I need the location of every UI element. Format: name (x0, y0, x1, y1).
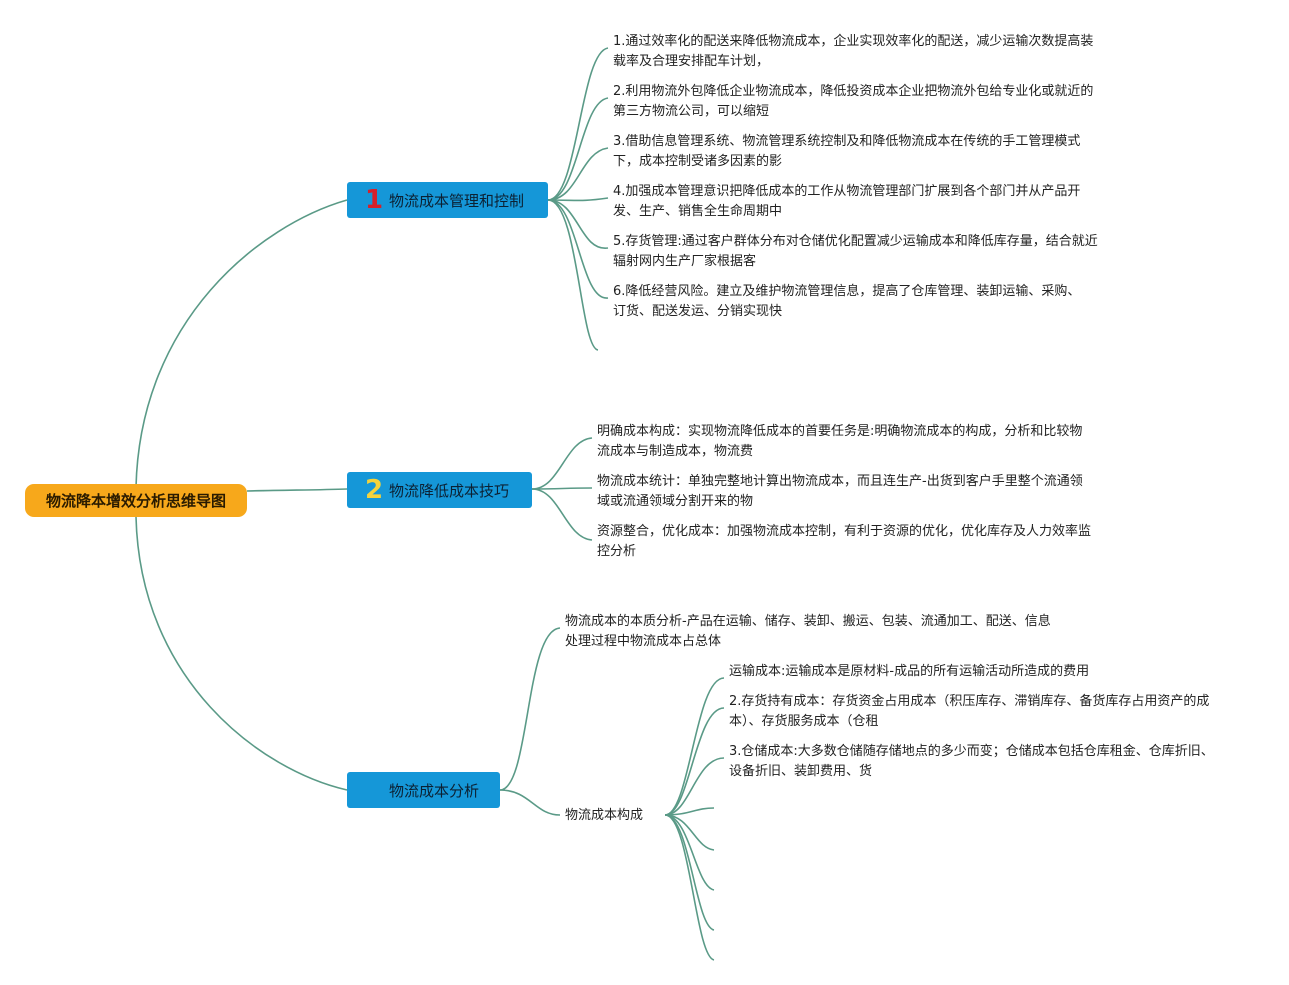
sub-item-2[interactable]: 2.存货持有成本：存货资金占用成本（积压库存、滞销库存、备货库存占用资产的成本）… (729, 694, 1210, 729)
connector-b1-leaf5 (547, 199, 609, 249)
connector-b1-leaf6 (547, 199, 609, 299)
branch2-item-3[interactable]: 资源整合，优化成本：加强物流成本控制，有利于资源的优化，优化库存及人力效率监控分… (597, 524, 1092, 559)
root-label: 物流降本增效分析思维导图 (45, 492, 226, 510)
sub-item-3[interactable]: 3.仓储成本:大多数仓储随存储地点的多少而变；仓储成本包括仓库租金、仓库折旧、设… (729, 744, 1214, 779)
branch-label-1: 物流成本管理和控制 (389, 191, 525, 210)
branch-node-2[interactable]: 2 物流降低成本技巧 (347, 472, 532, 508)
connector-b3-sub (499, 789, 561, 816)
connector-sub-leaf1 (664, 677, 725, 816)
connector-sub-leaf2 (664, 707, 725, 816)
connector-b3-leaf1 (499, 627, 561, 791)
branch1-item-1[interactable]: 1.通过效率化的配送来降低物流成本，企业实现效率化的配送，减少运输次数提高装载率… (613, 34, 1094, 69)
connector-b1-leaf3 (547, 147, 609, 201)
sub-item-1[interactable]: 运输成本:运输成本是原材料-成品的所有运输活动所造成的费用 (729, 664, 1090, 679)
branch-label-2: 物流降低成本技巧 (389, 481, 510, 500)
connector-sub-leaf3 (664, 757, 725, 816)
branch3-item-1[interactable]: 物流成本的本质分析-产品在运输、储存、装卸、搬运、包装、流通加工、配送、信息处理… (565, 614, 1051, 649)
branch-number-2: 2 (365, 475, 384, 505)
branch3-sub-node[interactable]: 物流成本构成 (565, 808, 644, 823)
connector-b2-leaf1 (531, 437, 593, 490)
branch-node-1[interactable]: 1 物流成本管理和控制 (347, 182, 548, 218)
connector-root-branch2 (246, 488, 348, 492)
root-node[interactable]: 物流降本增效分析思维导图 (25, 484, 247, 517)
connector-b1-leaf2 (547, 97, 609, 201)
branch1-item-6[interactable]: 6.降低经营风险。建立及维护物流管理信息，提高了仓库管理、装卸运输、采购、订货、… (613, 284, 1081, 319)
connector-b2-leaf2 (531, 487, 593, 490)
connector-b2-leaf3 (531, 488, 593, 541)
connector-sub-empty5 (664, 814, 715, 961)
branch2-item-1[interactable]: 明确成本构成：实现物流降低成本的首要任务是:明确物流成本的构成，分析和比较物流成… (597, 424, 1083, 459)
connector-b1-leaf1 (547, 47, 609, 201)
connector-sub-empty1 (664, 807, 715, 816)
branch1-item-2[interactable]: 2.利用物流外包降低企业物流成本，降低投资成本企业把物流外包给专业化或就近的第三… (613, 84, 1094, 119)
connector-b1-empty (547, 199, 599, 351)
connector-b1-leaf4 (547, 197, 609, 202)
branch1-item-4[interactable]: 4.加强成本管理意识把降低成本的工作从物流管理部门扩展到各个部门并从产品开发、生… (613, 184, 1081, 219)
connector-sub-empty3 (664, 814, 715, 891)
connector-root-branch3 (135, 516, 348, 791)
branch2-item-2[interactable]: 物流成本统计：单独完整地计算出物流成本，而且连生产-出货到客户手里整个流通领域或… (597, 474, 1083, 509)
branch-node-3[interactable]: 物流成本分析 (347, 772, 500, 808)
branch-number-1: 1 (365, 185, 384, 215)
connector-root-branch1 (135, 199, 348, 488)
branch1-item-3[interactable]: 3.借助信息管理系统、物流管理系统控制及和降低物流成本在传统的手工管理模式下，成… (613, 134, 1081, 169)
branch-label-3: 物流成本分析 (389, 781, 480, 800)
branch1-item-5[interactable]: 5.存货管理:通过客户群体分布对仓储优化配置减少运输成本和降低库存量，结合就近辐… (613, 234, 1098, 269)
